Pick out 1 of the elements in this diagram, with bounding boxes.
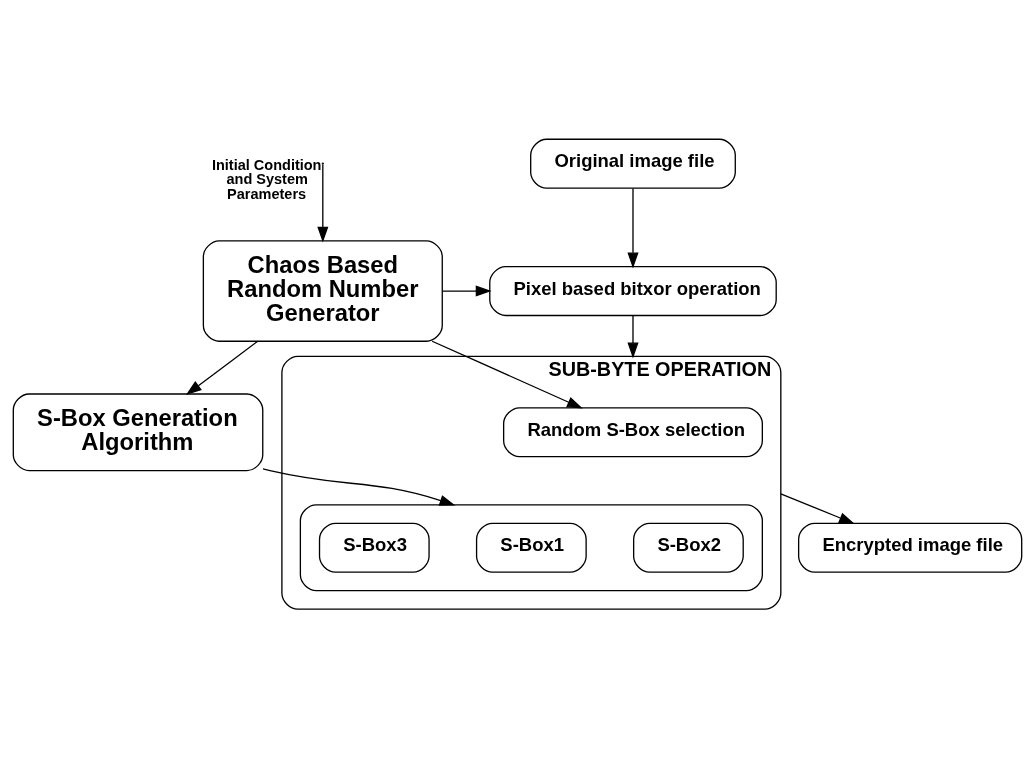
edge-label: Initial Condition and System Parameters: [211, 156, 322, 202]
